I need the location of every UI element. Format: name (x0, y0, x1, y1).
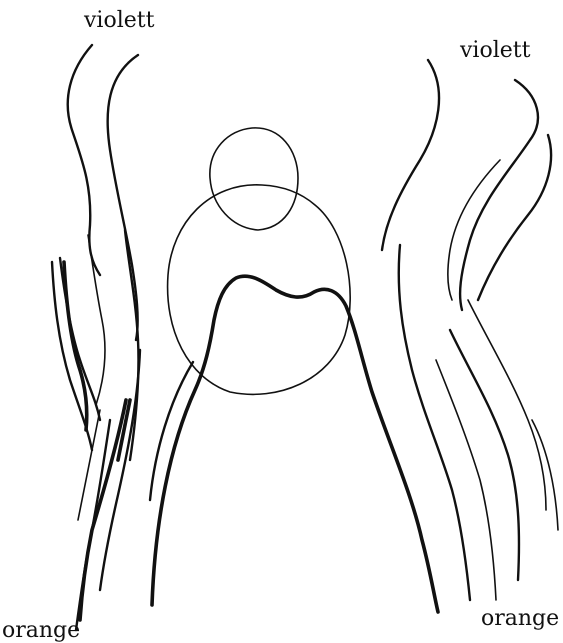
label-top-left: violett (84, 10, 154, 32)
head-circle (210, 128, 298, 230)
right-strands (382, 60, 558, 600)
label-top-right: violett (460, 40, 530, 62)
right-strand-9 (532, 420, 558, 530)
label-bottom-left: orange (2, 620, 80, 642)
label-bottom-right: orange (481, 608, 559, 630)
inner-arch-left-leg (150, 362, 193, 500)
left-strands (52, 45, 140, 630)
left-strand-3 (88, 235, 105, 405)
right-strand-1 (382, 60, 439, 250)
left-strand-10 (76, 420, 110, 630)
right-strand-7 (450, 330, 519, 580)
left-strand-1 (68, 45, 100, 275)
inner-arch (152, 276, 438, 612)
left-strand-6 (64, 262, 87, 430)
central-figure (150, 128, 438, 612)
left-strand-9 (100, 350, 140, 590)
